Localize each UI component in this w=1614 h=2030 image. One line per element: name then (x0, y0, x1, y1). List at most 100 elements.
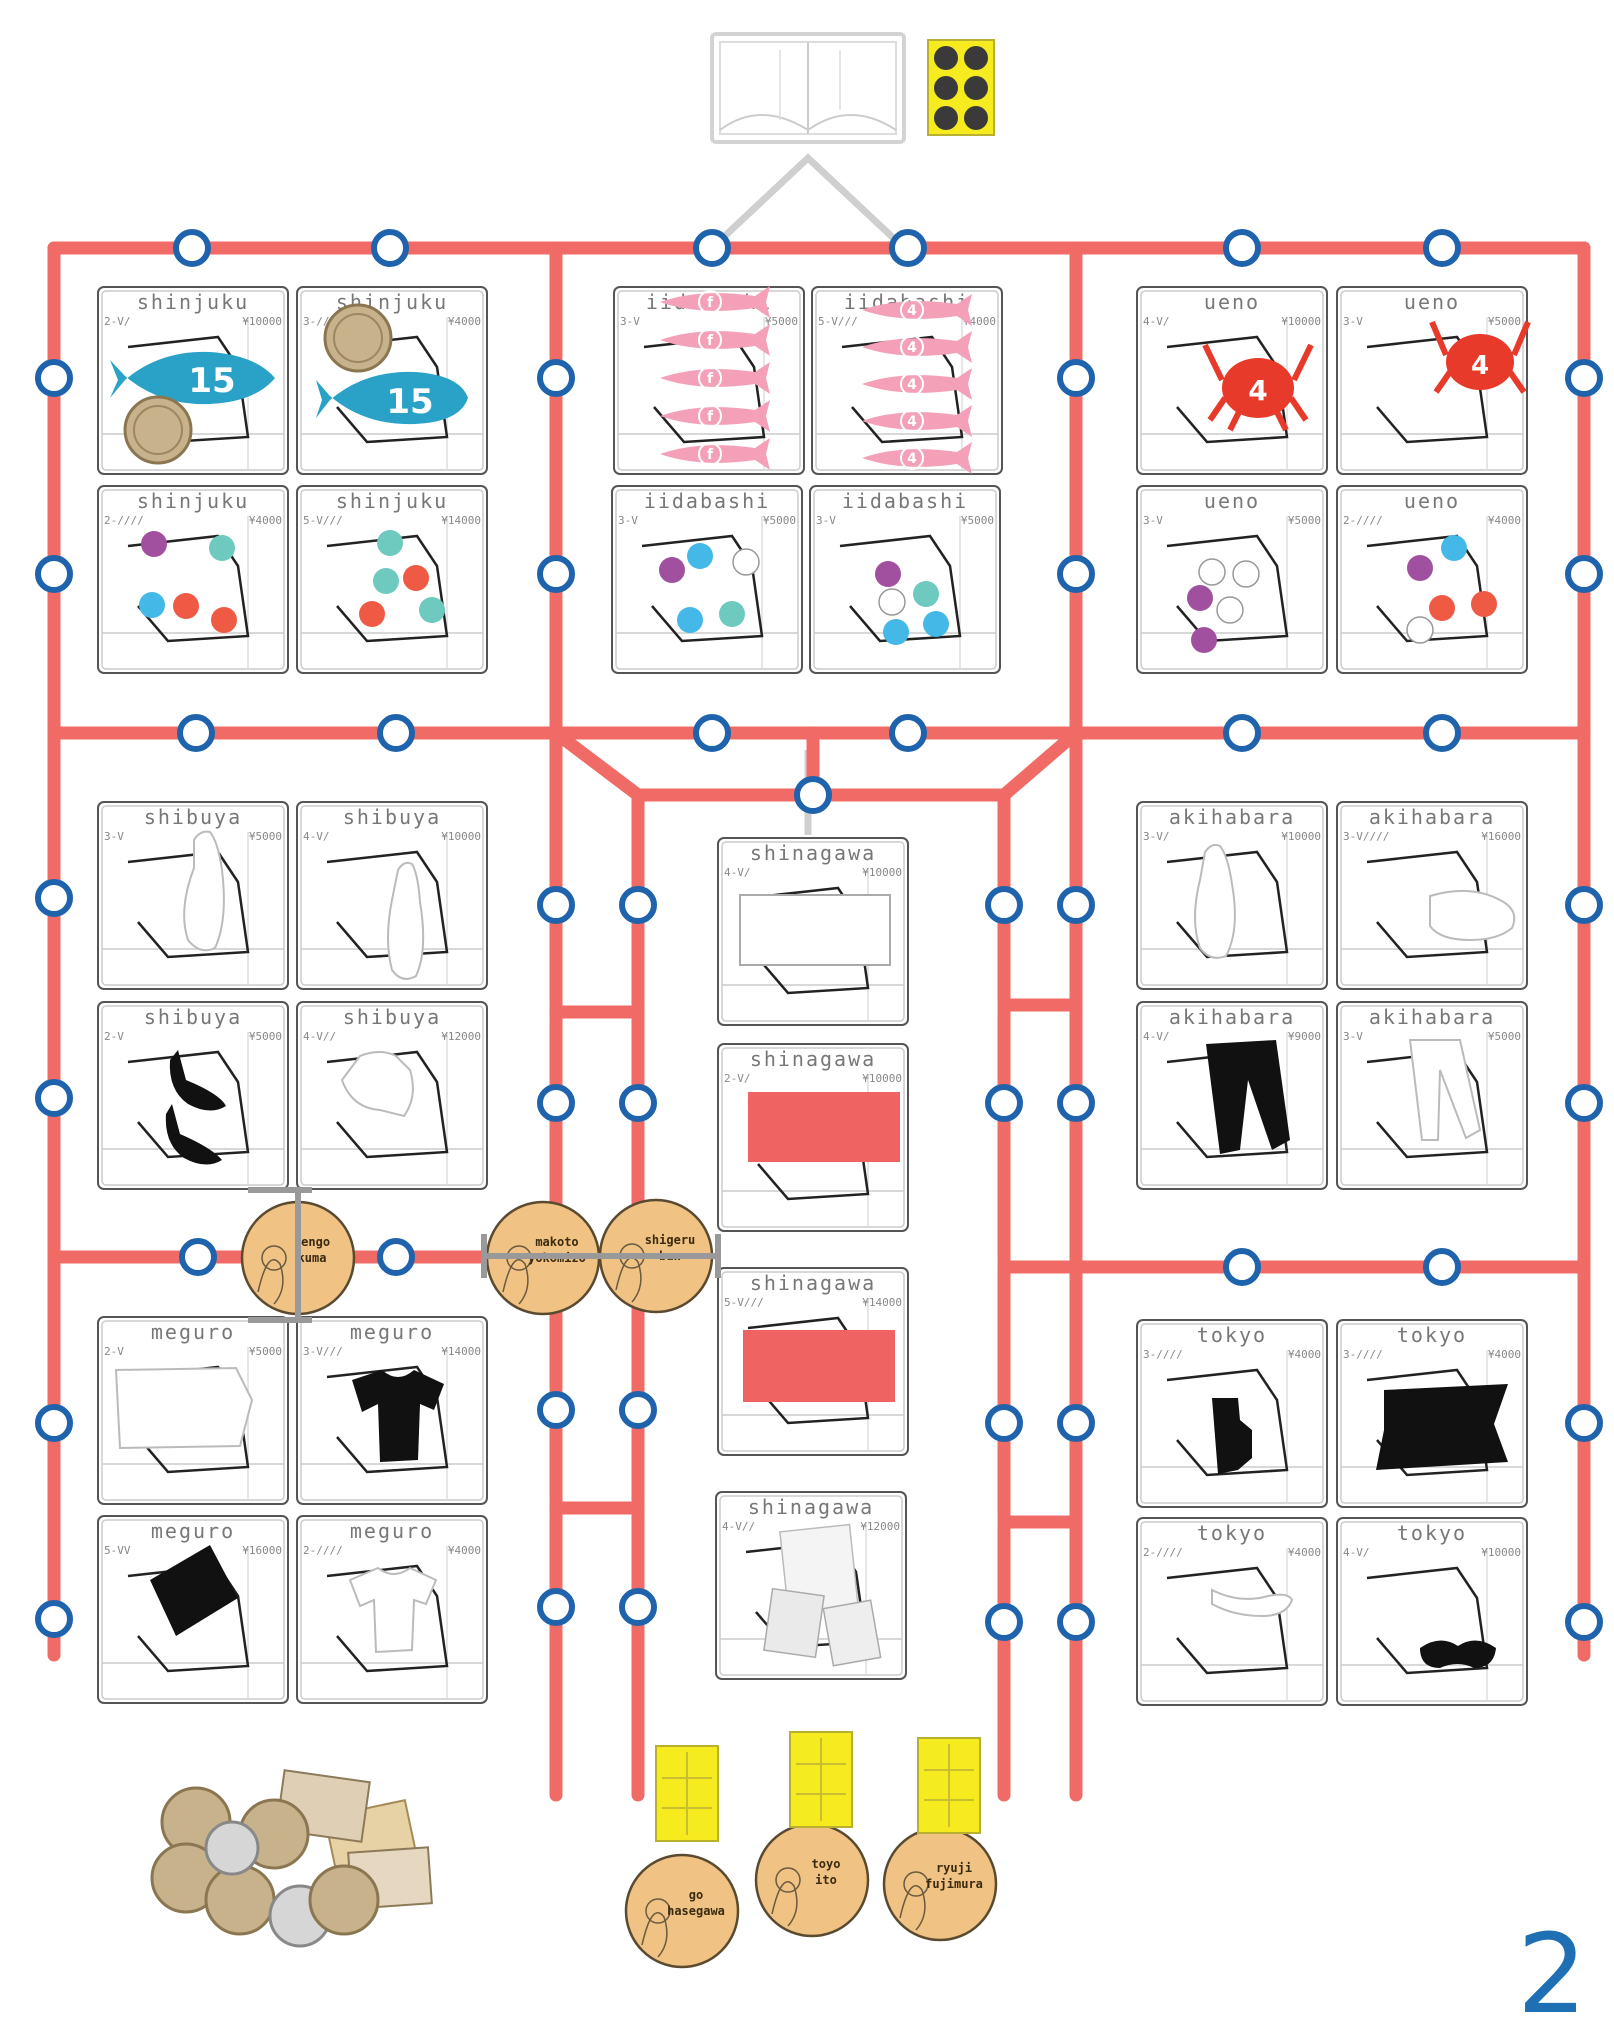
resident-token-icon[interactable] (1232, 560, 1260, 588)
station-marker[interactable] (1565, 886, 1603, 924)
station-marker[interactable] (537, 1588, 575, 1626)
station-marker[interactable] (1565, 555, 1603, 593)
tshirt-icon[interactable] (352, 1370, 444, 1462)
station-marker[interactable] (371, 229, 409, 267)
pink-fish-icon[interactable]: 4 (862, 294, 972, 326)
resident-token-icon[interactable] (913, 581, 939, 607)
resident-token-icon[interactable] (687, 543, 713, 569)
resident-token-icon[interactable] (1407, 555, 1433, 581)
station-marker[interactable] (35, 1404, 73, 1442)
station-marker[interactable] (1057, 1084, 1095, 1122)
bottle-icon[interactable] (387, 861, 425, 980)
station-marker[interactable] (619, 1391, 657, 1429)
resident-token-icon[interactable] (875, 561, 901, 587)
money-pile[interactable] (150, 1769, 433, 1948)
station-marker[interactable] (1223, 229, 1261, 267)
station-marker[interactable] (889, 714, 927, 752)
resident-token-icon[interactable] (1198, 558, 1226, 586)
bottle-icon[interactable] (183, 830, 225, 952)
resident-token-icon[interactable] (732, 548, 760, 576)
station-marker[interactable] (1057, 1603, 1095, 1641)
station-marker[interactable] (35, 359, 73, 397)
blue-fish-icon[interactable]: 15 (110, 351, 275, 405)
resident-token-icon[interactable] (878, 588, 906, 616)
token-tray[interactable] (917, 1737, 981, 1834)
station-marker[interactable] (619, 886, 657, 924)
shoe-icon[interactable] (165, 1104, 222, 1165)
mask-icon[interactable] (1420, 1640, 1496, 1668)
resident-token-icon[interactable] (141, 531, 167, 557)
shoe-icon[interactable] (169, 1050, 226, 1111)
yen-coin-icon[interactable] (123, 395, 193, 465)
station-marker[interactable] (985, 886, 1023, 924)
station-marker[interactable] (377, 714, 415, 752)
token-tray-top[interactable] (927, 39, 995, 136)
pink-fish-icon[interactable]: 4 (862, 368, 972, 400)
station-marker[interactable] (619, 1084, 657, 1122)
yen-coin-icon[interactable] (323, 303, 393, 373)
pink-fish-icon[interactable]: f (660, 400, 770, 432)
resident-token-icon[interactable] (209, 535, 235, 561)
pink-fish-icon[interactable]: f (660, 362, 770, 394)
token-tray[interactable] (789, 1731, 853, 1828)
station-marker[interactable] (985, 1084, 1023, 1122)
resident-token-icon[interactable] (403, 565, 429, 591)
station-marker[interactable] (889, 229, 927, 267)
resident-token-icon[interactable] (1429, 595, 1455, 621)
resident-token-icon[interactable] (419, 597, 445, 623)
station-marker[interactable] (537, 886, 575, 924)
station-marker[interactable] (1223, 1248, 1261, 1286)
resident-token-icon[interactable] (659, 557, 685, 583)
resident-token-icon[interactable] (1406, 616, 1434, 644)
station-marker[interactable] (1423, 1248, 1461, 1286)
resident-token-icon[interactable] (377, 530, 403, 556)
cloth-icon[interactable] (1376, 1384, 1508, 1470)
pants-icon[interactable] (1206, 1040, 1290, 1154)
bag-icon[interactable] (1212, 1398, 1252, 1474)
station-marker[interactable] (985, 1603, 1023, 1641)
blue-fish-icon[interactable]: 15 (316, 371, 468, 425)
resident-token-icon[interactable] (139, 592, 165, 618)
station-marker[interactable] (1565, 1084, 1603, 1122)
token-tray[interactable] (655, 1745, 719, 1842)
station-marker[interactable] (537, 555, 575, 593)
station-marker[interactable] (35, 1079, 73, 1117)
station-marker[interactable] (693, 714, 731, 752)
pants-icon[interactable] (1408, 1039, 1482, 1141)
building-block-icon[interactable] (739, 894, 891, 966)
station-marker[interactable] (985, 1404, 1023, 1442)
towel-icon[interactable] (114, 1366, 254, 1450)
resident-token-icon[interactable] (173, 593, 199, 619)
station-marker[interactable] (537, 1084, 575, 1122)
station-marker[interactable] (179, 1238, 217, 1276)
resident-token-icon[interactable] (1191, 627, 1217, 653)
station-marker[interactable] (1565, 1404, 1603, 1442)
station-marker[interactable] (377, 1238, 415, 1276)
station-marker[interactable] (177, 714, 215, 752)
station-marker[interactable] (173, 229, 211, 267)
station-marker[interactable] (1565, 1603, 1603, 1641)
bottle-icon[interactable] (1194, 843, 1236, 959)
resident-token-icon[interactable] (373, 568, 399, 594)
station-marker[interactable] (1057, 886, 1095, 924)
resident-token-icon[interactable] (211, 607, 237, 633)
pink-fish-icon[interactable]: f (660, 438, 770, 470)
station-marker[interactable] (537, 1391, 575, 1429)
station-marker[interactable] (1223, 714, 1261, 752)
pink-fish-icon[interactable]: f (660, 324, 770, 356)
newspaper-collage-icon[interactable] (763, 1523, 882, 1667)
resident-token-icon[interactable] (359, 601, 385, 627)
station-marker[interactable] (35, 555, 73, 593)
station-marker[interactable] (794, 776, 832, 814)
glove-icon[interactable] (340, 1051, 414, 1118)
pink-fish-icon[interactable]: 4 (862, 442, 972, 474)
building-block-icon[interactable] (743, 1330, 895, 1402)
